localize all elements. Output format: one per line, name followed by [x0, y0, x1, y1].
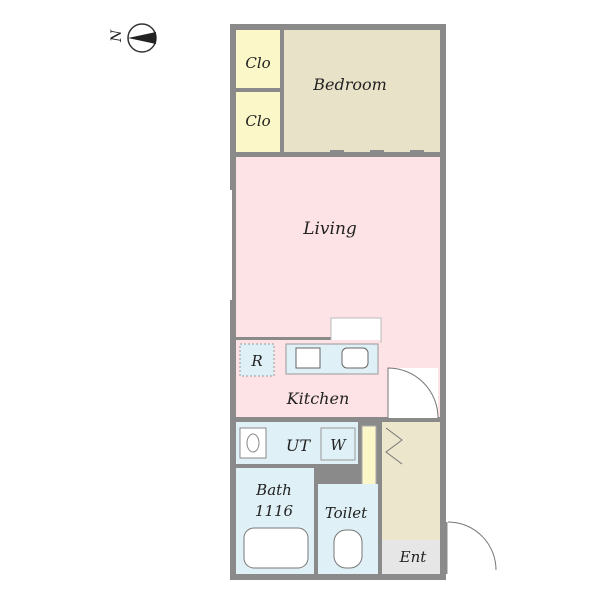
washer-space — [320, 427, 356, 461]
counter-top — [330, 317, 382, 343]
folding-door-icon — [385, 427, 403, 465]
hallway — [382, 422, 440, 540]
entrance-tile — [382, 540, 440, 574]
kitchen-label: Kitchen — [286, 389, 350, 408]
door-swing-icon — [387, 367, 439, 419]
compass: N — [109, 23, 157, 53]
bedroom-area — [284, 30, 440, 152]
toilet-icon — [333, 529, 363, 569]
front-door-swing-icon — [447, 521, 497, 571]
bath-size-label: 1116 — [255, 502, 294, 520]
washbasin-icon — [239, 427, 267, 459]
living-label: Living — [302, 219, 357, 239]
closet-lower-label: Clo — [245, 112, 270, 130]
sink-icon — [341, 347, 369, 369]
shoe-cabinet — [361, 425, 377, 491]
stove-icon — [295, 347, 321, 369]
bath-label: Bath — [255, 481, 292, 499]
bedroom-label: Bedroom — [312, 75, 387, 94]
closet-lower — [236, 92, 280, 152]
basin-bowl-icon — [246, 433, 260, 453]
compass-needle-icon — [128, 32, 156, 44]
sliding-door-mark — [370, 150, 384, 156]
window — [228, 190, 232, 300]
sliding-door-mark — [410, 150, 424, 156]
compass-north-label: N — [109, 29, 125, 43]
bathtub-icon — [243, 527, 309, 569]
closet-upper-label: Clo — [245, 54, 270, 72]
toilet-label: Toilet — [325, 504, 368, 522]
closet-upper — [236, 30, 280, 88]
washer-label: W — [330, 436, 347, 454]
refrigerator-label: R — [250, 352, 262, 370]
refrigerator-space — [239, 343, 275, 377]
utility-label: UT — [286, 436, 311, 455]
living-area — [236, 157, 440, 337]
entrance-label: Ent — [399, 548, 428, 566]
door-swing-area — [388, 368, 438, 418]
sliding-door-mark — [330, 150, 344, 156]
